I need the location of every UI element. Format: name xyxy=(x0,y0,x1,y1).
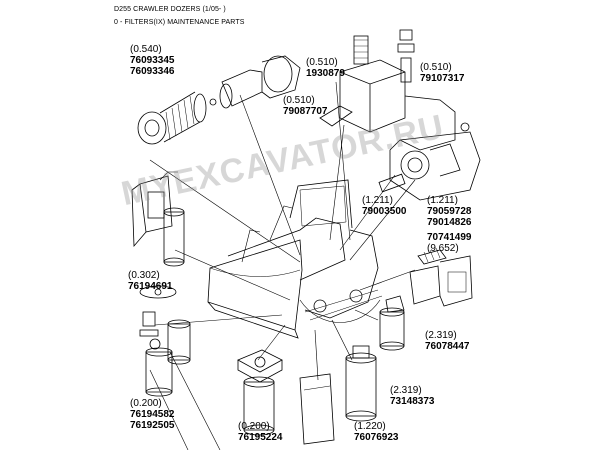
callout-transmission-filter-b[interactable]: (1.211) 79059728 79014826 xyxy=(427,195,472,228)
callout-part[interactable]: 1930879 xyxy=(306,68,345,79)
callout-fuel-breather[interactable]: (0.510) 1930879 xyxy=(306,57,345,79)
engine-assembly-drawing xyxy=(319,29,481,201)
callout-hydraulic-filter[interactable]: (0.302) 76194691 xyxy=(128,270,173,292)
callout-qty: (0.510) xyxy=(420,62,452,73)
callout-qty: (0.200) xyxy=(130,398,162,409)
callout-qty: (2.319) xyxy=(425,330,457,341)
callout-transmission-filter-a[interactable]: (1.211) 79003500 xyxy=(362,195,407,217)
leader-lines xyxy=(149,81,416,450)
callout-qty: (2.319) xyxy=(390,385,422,396)
callout-qty: (1.220) xyxy=(354,421,386,432)
air-filter-drawing xyxy=(137,55,301,145)
callout-part[interactable]: 76194582 xyxy=(130,409,175,420)
dozer-drawing xyxy=(207,179,383,339)
callout-coolant-filter[interactable]: (2.319) 76078447 xyxy=(425,330,470,352)
oil-filter-stack-drawing xyxy=(139,285,191,397)
callout-part[interactable]: 76076923 xyxy=(354,432,399,443)
callout-part[interactable]: 79014826 xyxy=(427,217,472,228)
callout-part[interactable]: 76192505 xyxy=(130,420,175,431)
callout-strainer[interactable]: (0.510) 79087707 xyxy=(283,95,328,117)
callout-part[interactable]: 76194691 xyxy=(128,281,173,292)
bottom-filters-drawing xyxy=(237,295,405,445)
callout-qty: (0.540) xyxy=(130,44,162,55)
cab-filter-drawing xyxy=(409,247,473,307)
callout-part[interactable]: 76078447 xyxy=(425,341,470,352)
diagram-subtitle: 0 - FILTERS(IX) MAINTENANCE PARTS xyxy=(114,19,245,26)
callout-part[interactable]: 76093346 xyxy=(130,66,175,77)
callout-part[interactable]: 79059728 xyxy=(427,206,472,217)
callout-part[interactable]: 76093345 xyxy=(130,55,175,66)
callout-qty: (0.510) xyxy=(306,57,338,68)
callout-qty: (0.200) xyxy=(238,421,270,432)
callout-fuel-filter[interactable]: (1.220) 76076923 xyxy=(354,421,399,443)
callout-part[interactable]: 79087707 xyxy=(283,106,328,117)
hydraulic-filter-drawing xyxy=(131,171,185,267)
callout-engine-oil-filter[interactable]: (0.200) 76194582 76192505 xyxy=(130,398,175,431)
diagram-title: D255 CRAWLER DOZERS (1/05- ) xyxy=(114,6,226,13)
callout-part[interactable]: 79107317 xyxy=(420,73,465,84)
callout-qty: (9.652) xyxy=(427,243,459,254)
callout-qty: (0.302) xyxy=(128,270,160,281)
callout-part[interactable]: 73148373 xyxy=(390,396,435,407)
callout-qty: (0.510) xyxy=(283,95,315,106)
callout-water-filter[interactable]: (2.319) 73148373 xyxy=(390,385,435,407)
callout-cab-filter[interactable]: 70741499 (9.652) xyxy=(427,232,472,254)
callout-spin-on-filter[interactable]: (0.200) 76195224 xyxy=(238,421,283,443)
callout-qty: (1.211) xyxy=(362,195,393,206)
callout-qty: (1.211) xyxy=(427,195,458,206)
callout-air-filter[interactable]: (0.540) 76093345 76093346 xyxy=(130,44,175,77)
callout-hydraulic-breather[interactable]: (0.510) 79107317 xyxy=(420,62,465,84)
callout-part[interactable]: 79003500 xyxy=(362,206,407,217)
callout-part[interactable]: 76195224 xyxy=(238,432,283,443)
callout-part[interactable]: 70741499 xyxy=(427,232,472,243)
